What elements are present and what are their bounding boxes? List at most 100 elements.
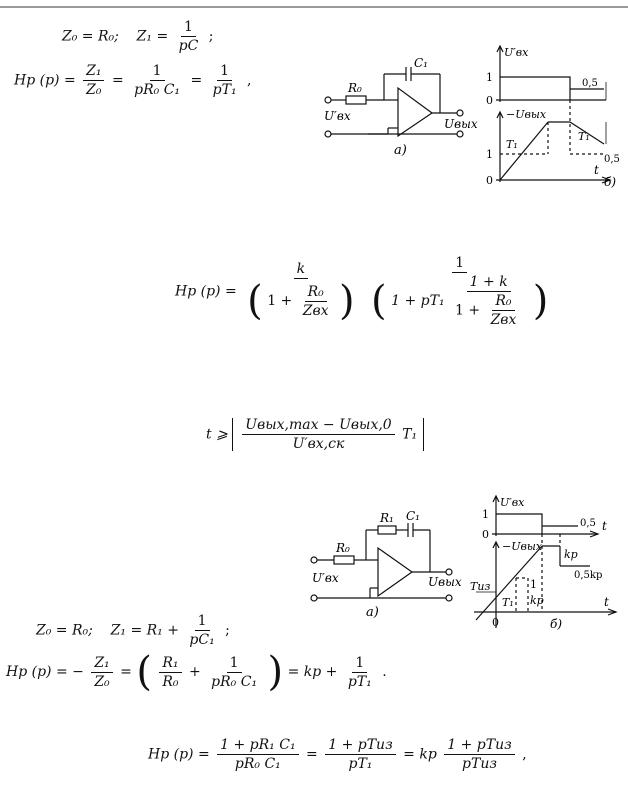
integrator-circuit-diagram: R₀ C₁ U′вх Uвых а) [324, 58, 478, 158]
t-iz-label: Tиз [470, 580, 490, 593]
level-one-bottom: 1 [486, 148, 493, 161]
eq6-pr0c1: pR₀ C₁ [211, 673, 258, 690]
eq3-lhs: Hр (p) = [175, 283, 237, 300]
eq5-z1-left: Z₁ = R₁ + [110, 622, 179, 639]
z1-numerator: 1 [181, 20, 196, 37]
eq3-r0-over-zvx-b: R₀ Zвх [488, 294, 520, 327]
eq2-frac3-den: pT₁ [212, 82, 237, 98]
eq6-equals-b: = kр + [287, 664, 338, 680]
eq3-inner-den: 1 + R₀ Zвх [452, 292, 525, 327]
z1-end: ; [208, 28, 214, 45]
eq3-zvx: Zвх [302, 302, 329, 319]
level-half-top: 0,5 [582, 78, 598, 89]
eq7-equals-b: = kр [403, 746, 437, 763]
eq7-frac2-num: 1 + pTиз [325, 738, 396, 755]
equation-impedances-2: Z₀ = R₀; Z₁ = R₁ + 1 pC₁ ; [36, 614, 230, 647]
eq2-frac2: 1 pR₀ C₁ [131, 64, 183, 97]
eq6-equals-a: = [120, 664, 132, 680]
r1-label: R₁ [379, 511, 394, 525]
equation-transfer-with-input-impedance: Hр (p) = k ( 1 + R₀ Zвх ) 1 ( 1 + pT₁ 1 … [175, 256, 554, 327]
input-voltage-label: U′вх [324, 109, 351, 123]
eq2-lhs: Hр (p) = [14, 72, 76, 89]
eq5-end: ; [225, 622, 230, 639]
eq4-den: U′вх,ск [292, 436, 345, 452]
eq6-one-over-pr0c1: 1 pR₀ C₁ [208, 656, 260, 689]
output-voltage-label-2: Uвых [428, 575, 462, 589]
eq2-frac2-den: pR₀ C₁ [134, 82, 181, 98]
eq6-r1-over-r0: R₁ R₀ [159, 656, 182, 690]
eq2-frac2-num: 1 [149, 64, 165, 81]
eq6-frac3-num: 1 [352, 656, 368, 673]
eq3-r0: R₀ [304, 285, 327, 302]
output-axis-label: −Uвых [506, 108, 547, 121]
pi-controller-circuit-diagram: R₁ C₁ R₀ U′вх Uвых а) [310, 509, 462, 618]
t1-right-label: T₁ [578, 130, 590, 143]
r0-label: R₀ [347, 81, 362, 95]
eq4-lhs: t ⩾ [206, 426, 228, 443]
eq3-one-plus-pt: 1 + pT₁ [391, 293, 445, 309]
header-rule [0, 6, 628, 8]
figure-1b-caption: б) [604, 175, 616, 188]
integrator-timing-diagram: U′вх 1 0 0,5 −Uвых T₁ T₁ 1 0 0,5 t б) [486, 44, 620, 188]
level-zero-top-2: 0 [482, 528, 489, 541]
eq6-frac1: Z₁ Z₀ [91, 656, 113, 689]
eq3-one-plus-k: 1 + k [466, 275, 511, 292]
eq3-zvx-b: Zвх [490, 312, 517, 328]
eq3-inner-frac: 1 + k 1 + R₀ Zвх [452, 275, 525, 327]
equation-impedances-1: Z₀ = R₀; Z₁ = 1 pC ; [62, 20, 214, 53]
c1-label: C₁ [414, 58, 428, 70]
r0-label-2: R₀ [335, 541, 350, 555]
level-half-top-2: 0,5 [580, 518, 596, 529]
output-axis-label-2: −Uвых [502, 540, 543, 553]
eq2-frac3-num: 1 [217, 64, 233, 81]
eq7-frac1: 1 + pR₁ C₁ pR₀ C₁ [217, 738, 299, 772]
eq3-r0-b: R₀ [492, 294, 515, 311]
level-one-top-2: 1 [482, 508, 489, 521]
eq7-frac1-num: 1 + pR₁ C₁ [217, 738, 299, 755]
eq2-frac1-den: Z₀ [86, 82, 102, 98]
eq4-t1: T₁ [402, 426, 418, 443]
level-zero-top: 0 [486, 94, 493, 107]
equation-time-inequality: t ⩾ Uвых,max − Uвых,0 U′вх,ск T₁ [206, 418, 425, 452]
eq3-den-b: ( 1 + pT₁ 1 + k 1 + R₀ Zвх ) [371, 274, 549, 328]
eq6-r0: R₀ [162, 673, 179, 690]
pi-controller-timing-diagram: U′вх 1 0 0,5 t −Uвых kр 0,5kр 1 kр Tиз T… [470, 494, 618, 631]
eq7-frac3: 1 + pTиз pTиз [444, 738, 515, 771]
eq3-one-plus: 1 + [267, 293, 293, 309]
eq4-frac: Uвых,max − Uвых,0 U′вх,ск [242, 418, 395, 452]
eq2-frac1-num: Z₁ [83, 64, 105, 81]
eq6-plus: + [188, 664, 201, 680]
kp-low-label: kр [530, 594, 544, 607]
eq3-frac-second: 1 ( 1 + pT₁ 1 + k 1 + R₀ Zвх ) [368, 256, 551, 327]
equation-transfer-pi: Hр (p) = − Z₁ Z₀ = ( R₁ R₀ + 1 pR₀ C₁ ) … [6, 649, 387, 695]
eq5-num: 1 [194, 614, 210, 631]
eq7-lhs: Hр (p) = [148, 746, 210, 763]
eq2-equals-a: = [111, 72, 124, 89]
c1-label-2: C₁ [406, 509, 420, 523]
equation-transfer-pi-iz: Hр (p) = 1 + pR₁ C₁ pR₀ C₁ = 1 + pTиз pT… [148, 738, 527, 771]
z0-def: Z₀ = R₀; [62, 28, 119, 45]
eq3-one-plus-b: 1 + [455, 302, 481, 319]
eq7-frac1-den: pR₀ C₁ [234, 756, 281, 772]
z1-fraction: 1 pC [176, 20, 202, 53]
eq3-k: k [293, 262, 309, 279]
eq5-z0: Z₀ = R₀; [36, 622, 93, 639]
eq7-frac2: 1 + pTиз pT₁ [325, 738, 396, 771]
eq2-equals-b: = [190, 72, 203, 89]
eq6-frac3-den: pT₁ [347, 673, 372, 690]
eq6-one: 1 [226, 656, 242, 673]
z1-label: Z₁ = [136, 28, 169, 45]
input-axis-label: U′вх [504, 46, 529, 59]
eq2-end: , [247, 72, 252, 89]
t1-left-label: T₁ [506, 138, 518, 151]
level-one-mid: 1 [530, 578, 537, 591]
eq6-frac3: 1 pT₁ [345, 656, 375, 689]
eq3-frac-main: k ( 1 + R₀ Zвх ) [244, 262, 357, 321]
level-half-bottom: 0,5 [604, 154, 620, 165]
time-axis-label-bottom: t [604, 595, 609, 609]
eq3-den-a: ( 1 + R₀ Zвх ) [247, 278, 355, 324]
eq6-frac1-num: Z₁ [91, 656, 113, 673]
eq6-end: . [382, 664, 387, 680]
half-kp-label: 0,5kр [574, 570, 602, 581]
figure-2b-caption: б) [550, 617, 562, 631]
